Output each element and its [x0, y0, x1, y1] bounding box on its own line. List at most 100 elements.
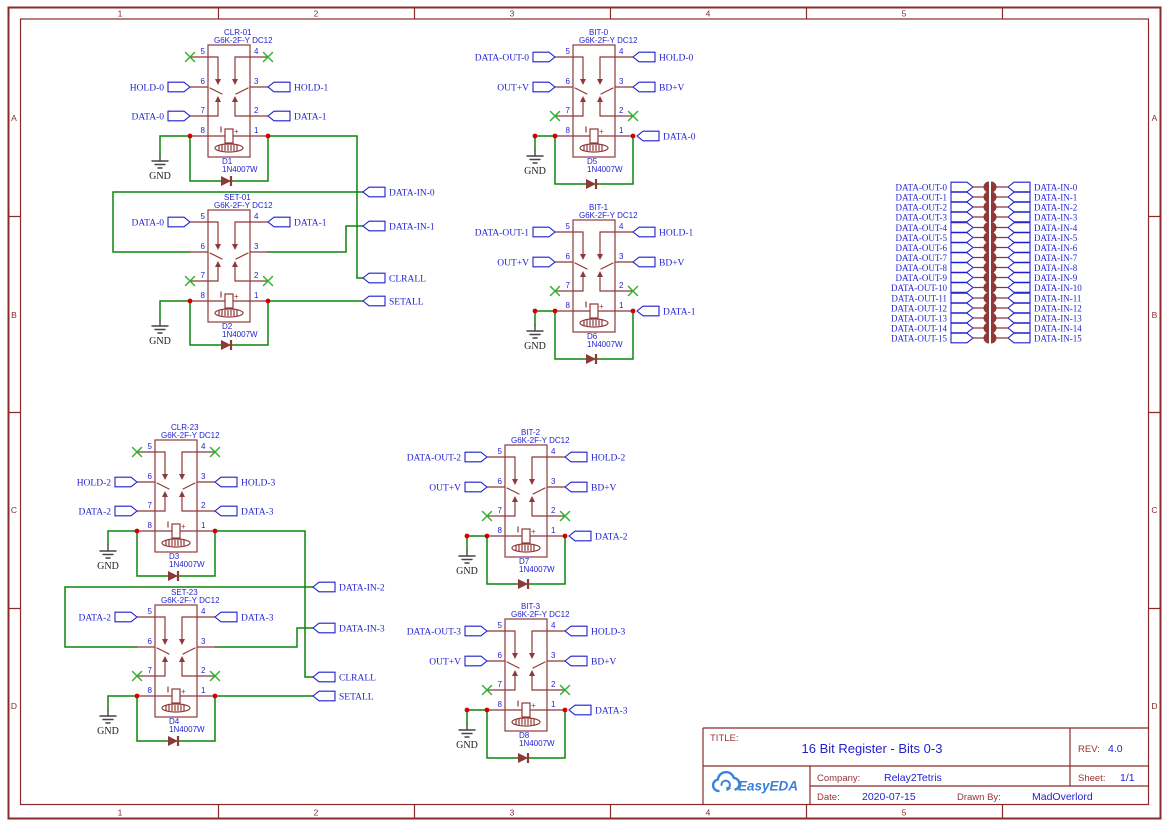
port-DATA-IN-1[interactable]: DATA-IN-1 [1007, 191, 1077, 203]
wire[interactable] [159, 135, 191, 156]
port-DATA-OUT-1[interactable]: DATA-OUT-1 [896, 191, 974, 203]
port-BD+V[interactable]: BD+V [632, 256, 685, 269]
jumper-row[interactable]: DATA-OUT-6 DATA-IN-6 [896, 242, 1078, 253]
port-DATA-IN-2[interactable]: DATA-IN-2 [312, 581, 385, 594]
port-DATA-1[interactable]: DATA-1 [267, 216, 327, 229]
wire[interactable] [466, 535, 488, 551]
port-DATA-1[interactable]: DATA-1 [636, 305, 696, 318]
ground-symbol[interactable]: GND [456, 723, 478, 751]
ground-symbol[interactable]: GND [97, 709, 119, 737]
port-OUT+V[interactable]: OUT+V [429, 481, 488, 494]
port-DATA-OUT-15[interactable]: DATA-OUT-15 [891, 332, 974, 344]
port-HOLD-1[interactable]: HOLD-1 [632, 226, 694, 239]
port-OUT+V[interactable]: OUT+V [497, 256, 556, 269]
port-CLRALL[interactable]: CLRALL [312, 671, 376, 684]
ground-symbol[interactable]: GND [456, 549, 478, 577]
port-DATA-IN-1[interactable]: DATA-IN-1 [362, 220, 435, 233]
port-DATA-OUT-10[interactable]: DATA-OUT-10 [891, 282, 974, 293]
wire[interactable] [466, 709, 488, 725]
jumper-row[interactable]: DATA-OUT-2 DATA-IN-2 [896, 201, 1078, 213]
port-DATA-2[interactable]: DATA-2 [79, 505, 138, 518]
wire[interactable] [534, 135, 556, 151]
port-HOLD-2[interactable]: HOLD-2 [77, 476, 138, 489]
ground-symbol[interactable]: GND [524, 149, 546, 177]
ground-symbol[interactable]: GND [524, 324, 546, 352]
port-HOLD-1[interactable]: HOLD-1 [267, 81, 329, 94]
wire[interactable] [107, 695, 138, 711]
port-DATA-IN-4[interactable]: DATA-IN-4 [1007, 222, 1078, 233]
port-DATA-IN-0[interactable]: DATA-IN-0 [362, 186, 435, 199]
port-HOLD-0[interactable]: HOLD-0 [130, 81, 191, 94]
port-DATA-IN-7[interactable]: DATA-IN-7 [1007, 252, 1078, 263]
port-DATA-IN-9[interactable]: DATA-IN-9 [1007, 272, 1078, 283]
port-DATA-OUT-8[interactable]: DATA-OUT-8 [896, 262, 974, 273]
port-DATA-IN-6[interactable]: DATA-IN-6 [1007, 242, 1078, 253]
jumper-row[interactable]: DATA-OUT-8 DATA-IN-8 [896, 262, 1078, 273]
port-SETALL[interactable]: SETALL [362, 295, 424, 308]
wire[interactable] [159, 300, 191, 321]
port-DATA-0[interactable]: DATA-0 [636, 130, 696, 143]
ground-symbol[interactable]: GND [149, 319, 171, 347]
wire[interactable] [267, 135, 364, 279]
port-DATA-2[interactable]: DATA-2 [79, 611, 138, 624]
port-DATA-OUT-2[interactable]: DATA-OUT-2 [407, 451, 488, 464]
port-DATA-OUT-5[interactable]: DATA-OUT-5 [896, 232, 974, 243]
wire[interactable] [107, 530, 138, 546]
ground-symbol[interactable]: GND [97, 544, 119, 572]
port-DATA-1[interactable]: DATA-1 [267, 110, 327, 123]
port-HOLD-2[interactable]: HOLD-2 [564, 451, 626, 464]
jumper-row[interactable]: DATA-OUT-15 DATA-IN-15 [891, 332, 1082, 344]
port-DATA-3[interactable]: DATA-3 [214, 611, 274, 624]
wire[interactable] [64, 586, 314, 648]
port-DATA-IN-8[interactable]: DATA-IN-8 [1007, 262, 1078, 273]
port-DATA-OUT-13[interactable]: DATA-OUT-13 [891, 312, 974, 324]
port-DATA-OUT-0[interactable]: DATA-OUT-0 [896, 181, 974, 193]
port-DATA-IN-11[interactable]: DATA-IN-11 [1007, 292, 1081, 304]
wire[interactable] [214, 627, 314, 648]
port-HOLD-3[interactable]: HOLD-3 [214, 476, 276, 489]
wire[interactable] [267, 225, 364, 253]
port-BD+V[interactable]: BD+V [564, 655, 617, 668]
port-OUT+V[interactable]: OUT+V [429, 655, 488, 668]
port-BD+V[interactable]: BD+V [632, 81, 685, 94]
port-SETALL[interactable]: SETALL [312, 690, 374, 703]
port-DATA-OUT-0[interactable]: DATA-OUT-0 [475, 51, 556, 64]
port-DATA-2[interactable]: DATA-2 [568, 530, 628, 543]
jumper-row[interactable]: DATA-OUT-5 DATA-IN-5 [896, 232, 1078, 243]
port-DATA-IN-5[interactable]: DATA-IN-5 [1007, 232, 1078, 243]
port-DATA-OUT-2[interactable]: DATA-OUT-2 [896, 201, 974, 213]
port-DATA-IN-3[interactable]: DATA-IN-3 [312, 622, 385, 635]
port-DATA-IN-3[interactable]: DATA-IN-3 [1007, 211, 1078, 223]
port-DATA-OUT-3[interactable]: DATA-OUT-3 [407, 625, 488, 638]
port-DATA-OUT-14[interactable]: DATA-OUT-14 [891, 322, 974, 334]
port-DATA-IN-2[interactable]: DATA-IN-2 [1007, 201, 1077, 213]
port-OUT+V[interactable]: OUT+V [497, 81, 556, 94]
port-DATA-IN-15[interactable]: DATA-IN-15 [1007, 332, 1082, 344]
wire[interactable] [214, 530, 314, 678]
port-DATA-3[interactable]: DATA-3 [214, 505, 274, 518]
port-DATA-OUT-6[interactable]: DATA-OUT-6 [896, 242, 974, 253]
port-DATA-3[interactable]: DATA-3 [568, 704, 628, 717]
